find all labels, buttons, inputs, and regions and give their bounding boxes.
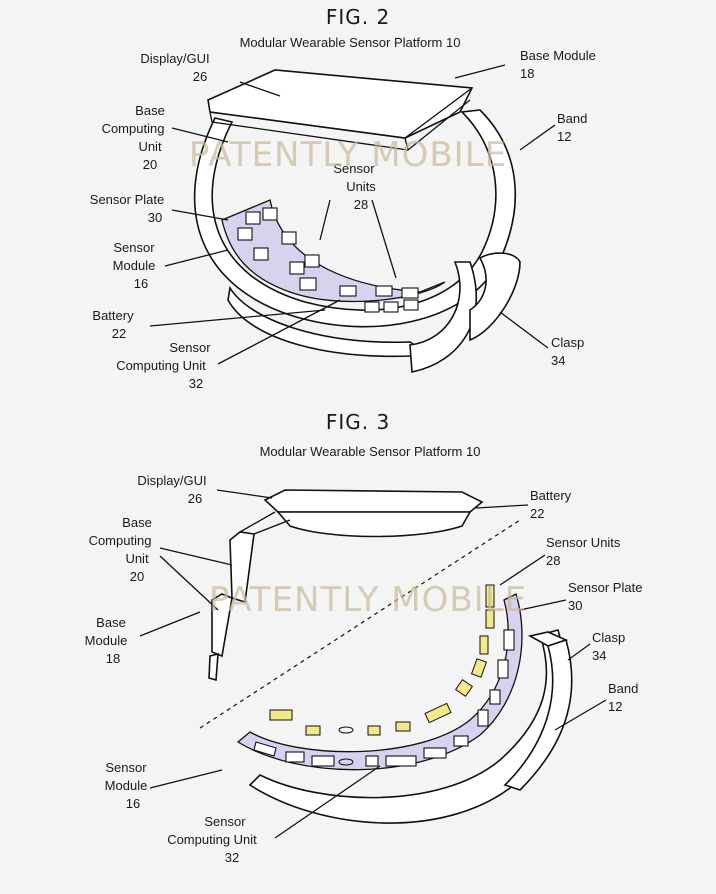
fig3-label-sensor-computing-unit: Sensor Computing Unit 32 xyxy=(167,814,257,865)
fig3-label-battery: Battery 22 xyxy=(530,488,572,521)
svg-text:Clasp: Clasp xyxy=(592,630,625,645)
fig2-wearable-device xyxy=(193,69,521,373)
fig2-label-sensor-computing-unit: Sensor Computing Unit 32 xyxy=(116,340,211,391)
svg-text:22: 22 xyxy=(530,506,544,521)
svg-text:Module: Module xyxy=(105,778,148,793)
svg-text:Unit: Unit xyxy=(125,551,149,566)
svg-text:Module: Module xyxy=(85,633,128,648)
fig2-label-base-module: Base Module 18 xyxy=(520,48,596,81)
svg-text:30: 30 xyxy=(568,598,582,613)
svg-text:Sensor: Sensor xyxy=(333,161,375,176)
fig2-label-band: Band 12 xyxy=(557,111,587,144)
svg-text:Sensor: Sensor xyxy=(169,340,211,355)
svg-text:Sensor: Sensor xyxy=(105,760,147,775)
watermark-fig2: PATENTLY MOBILE xyxy=(189,135,507,175)
svg-text:Computing: Computing xyxy=(89,533,152,548)
svg-text:Base: Base xyxy=(135,103,165,118)
fig3-exploded-device xyxy=(199,489,573,824)
fig3-label-display-gui: Display/GUI 26 xyxy=(137,473,206,506)
svg-text:26: 26 xyxy=(193,69,207,84)
fig2-leader-lines xyxy=(149,64,556,365)
fig2-label-sensor-plate: Sensor Plate 30 xyxy=(90,192,164,225)
svg-text:20: 20 xyxy=(143,157,157,172)
svg-text:Computing: Computing xyxy=(102,121,165,136)
svg-text:18: 18 xyxy=(106,651,120,666)
fig3-subtitle: Modular Wearable Sensor Platform 10 xyxy=(260,444,481,459)
svg-text:Unit: Unit xyxy=(138,139,162,154)
svg-text:Sensor Plate: Sensor Plate xyxy=(568,580,642,595)
svg-text:16: 16 xyxy=(134,276,148,291)
fig3-label-clasp: Clasp 34 xyxy=(592,630,625,663)
svg-text:34: 34 xyxy=(551,353,565,368)
fig2-label-clasp: Clasp 34 xyxy=(551,335,584,368)
svg-text:Sensor Units: Sensor Units xyxy=(546,535,621,550)
svg-text:12: 12 xyxy=(608,699,622,714)
fig3-label-sensor-plate: Sensor Plate 30 xyxy=(568,580,642,613)
svg-text:Display/GUI: Display/GUI xyxy=(140,51,209,66)
fig3-label-sensor-units: Sensor Units 28 xyxy=(546,535,621,568)
fig3-title: FIG. 3 xyxy=(326,410,390,434)
fig2-label-base-computing-unit: Base Computing Unit 20 xyxy=(102,103,165,172)
fig3-label-base-module: Base Module 18 xyxy=(85,615,128,666)
svg-text:22: 22 xyxy=(112,326,126,341)
svg-text:28: 28 xyxy=(354,197,368,212)
svg-text:Battery: Battery xyxy=(530,488,572,503)
svg-text:Base: Base xyxy=(122,515,152,530)
fig3-leader-lines xyxy=(139,489,607,839)
fig2-title: FIG. 2 xyxy=(326,5,390,29)
svg-text:Battery: Battery xyxy=(92,308,134,323)
fig2-label-battery: Battery 22 xyxy=(92,308,134,341)
svg-text:Band: Band xyxy=(608,681,638,696)
svg-text:34: 34 xyxy=(592,648,606,663)
svg-text:Display/GUI: Display/GUI xyxy=(137,473,206,488)
fig3-label-sensor-module: Sensor Module 16 xyxy=(105,760,148,811)
fig2-label-display-gui: Display/GUI 26 xyxy=(140,51,209,84)
svg-text:20: 20 xyxy=(130,569,144,584)
fig3-label-band: Band 12 xyxy=(608,681,638,714)
svg-text:Sensor Plate: Sensor Plate xyxy=(90,192,164,207)
svg-text:18: 18 xyxy=(520,66,534,81)
svg-text:Sensor: Sensor xyxy=(204,814,246,829)
svg-text:Sensor: Sensor xyxy=(113,240,155,255)
svg-text:Units: Units xyxy=(346,179,376,194)
watermark-fig3: PATENTLY MOBILE xyxy=(209,580,527,620)
fig2-label-sensor-module: Sensor Module 16 xyxy=(113,240,156,291)
fig2-subtitle: Modular Wearable Sensor Platform 10 xyxy=(240,35,461,50)
svg-text:Clasp: Clasp xyxy=(551,335,584,350)
svg-text:16: 16 xyxy=(126,796,140,811)
fig2-label-sensor-units: Sensor Units 28 xyxy=(333,161,376,212)
svg-text:12: 12 xyxy=(557,129,571,144)
svg-text:Module: Module xyxy=(113,258,156,273)
svg-text:32: 32 xyxy=(225,850,239,865)
svg-text:Band: Band xyxy=(557,111,587,126)
svg-text:Computing Unit: Computing Unit xyxy=(116,358,206,373)
svg-text:30: 30 xyxy=(148,210,162,225)
svg-text:Computing Unit: Computing Unit xyxy=(167,832,257,847)
svg-text:32: 32 xyxy=(189,376,203,391)
svg-text:28: 28 xyxy=(546,553,560,568)
svg-text:Base: Base xyxy=(96,615,126,630)
fig3-label-base-computing-unit: Base Computing Unit 20 xyxy=(89,515,152,584)
svg-text:26: 26 xyxy=(188,491,202,506)
svg-text:Base Module: Base Module xyxy=(520,48,596,63)
